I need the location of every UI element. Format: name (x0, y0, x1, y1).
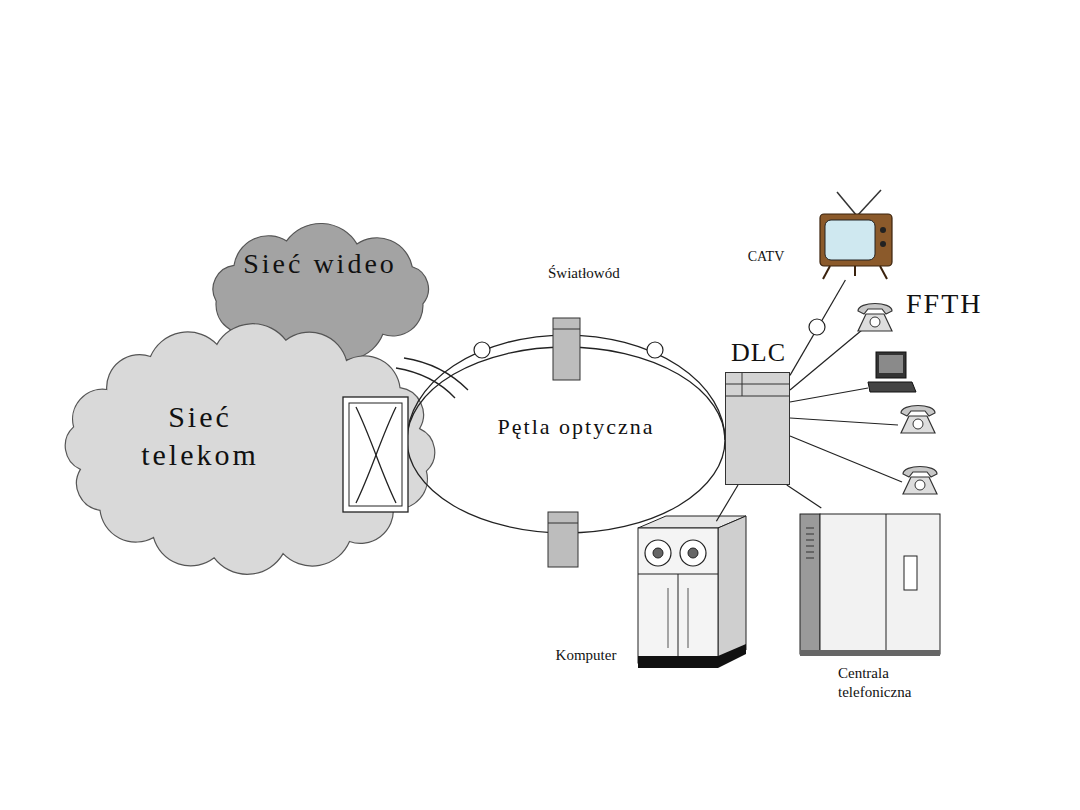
tv-leg (823, 266, 830, 279)
exchange-mark (806, 534, 814, 535)
terminal-screen (879, 355, 903, 373)
subscriber-wire (790, 418, 898, 425)
repeater-line (553, 329, 580, 330)
node-label: Sieć wideo (240, 246, 400, 281)
subscriber-wire (790, 330, 862, 390)
splice-circle (647, 342, 663, 358)
telephone-icon (901, 406, 935, 434)
tape-hub (688, 548, 698, 558)
terminal-keyboard (868, 382, 916, 392)
tv-leg (880, 266, 887, 279)
dlc-detail (725, 384, 790, 385)
node-outline (815, 190, 895, 280)
tv-knob (880, 241, 886, 247)
repeater-line (548, 523, 578, 524)
splice-circle (474, 342, 490, 358)
telephone-icon (858, 304, 892, 332)
mainframe-computer: Komputer (638, 508, 750, 673)
cross-connect-frame (343, 397, 408, 512)
cross-line (356, 407, 396, 503)
cross-line (356, 407, 396, 503)
telephone-icon (903, 467, 937, 495)
repeater-box (553, 318, 580, 380)
cabinet-line (688, 588, 689, 648)
fibre-link (404, 358, 468, 390)
dlc-unit: DLC (725, 372, 790, 485)
exchange-mark (806, 558, 814, 559)
tape-reel (680, 540, 706, 566)
connector-line (790, 280, 845, 375)
exchange-slot (904, 556, 917, 590)
fibre-label: Światłowód (548, 265, 620, 282)
cabinet-line (678, 574, 679, 656)
exchange-mark (806, 528, 814, 529)
repeater-box (548, 512, 578, 567)
service-label: FFTH (906, 288, 982, 320)
repeater (548, 512, 578, 567)
exchange-mark (806, 546, 814, 547)
cabinet-line (668, 588, 669, 648)
exchange-mark (806, 552, 814, 553)
node-label: DLC (714, 337, 803, 370)
terminal-monitor (876, 352, 906, 378)
terminal-icon (868, 352, 916, 392)
exchange-line (886, 514, 887, 654)
node-label: Komputer (540, 646, 632, 665)
tv-set: CATV (815, 190, 895, 280)
exchange-front (820, 514, 940, 654)
tv-leg (854, 266, 856, 276)
connector-line (787, 485, 822, 508)
connector-line (716, 485, 738, 521)
tv-screen (825, 220, 875, 260)
tv-knob (880, 227, 886, 233)
telephone-exchange: Centrala telefoniczna (800, 508, 942, 658)
tv-antenna (837, 192, 857, 216)
node-label: Centrala telefoniczna (838, 664, 948, 702)
dlc-detail (725, 396, 790, 397)
dlc-detail (742, 372, 743, 396)
tv-body (820, 214, 892, 266)
cabinet-side (718, 516, 746, 663)
subscriber-wire (790, 388, 868, 402)
cloud-outline (65, 324, 434, 575)
cabinet-base (638, 656, 718, 668)
exchange-mark (806, 540, 814, 541)
node-label: Sieć telekom (115, 398, 285, 473)
node-outline (638, 508, 750, 673)
cross-connect (343, 397, 408, 512)
cabinet-front (638, 528, 718, 663)
tv-antenna (857, 190, 881, 216)
cabinet-base (718, 644, 746, 668)
splice-circle (809, 319, 825, 335)
node-label: Pętla optyczna (456, 413, 696, 441)
repeater (553, 318, 580, 380)
node-outline (800, 508, 942, 658)
exchange-base (800, 650, 940, 656)
tape-hub (653, 548, 663, 558)
subscriber-wire (790, 436, 902, 482)
cross-connect-frame (349, 403, 402, 506)
tape-reel (645, 540, 671, 566)
node-label: CATV (740, 248, 792, 266)
exchange-side (800, 514, 820, 654)
